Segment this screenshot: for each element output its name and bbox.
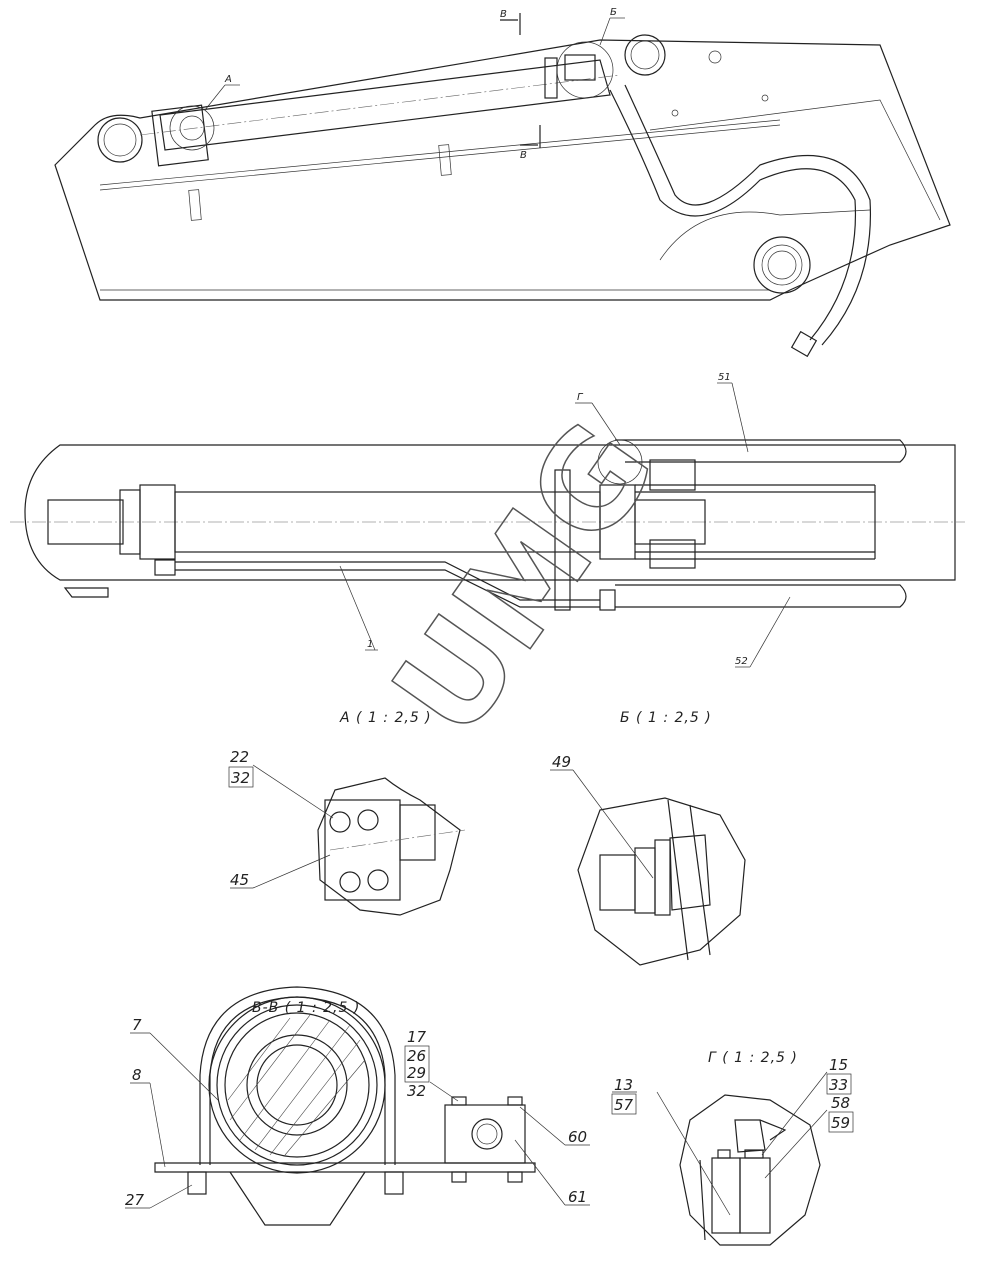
pos-49: 49 xyxy=(552,753,571,771)
callout-g: Г xyxy=(577,392,584,403)
detail-b-title: Б ( 1 : 2,5 ) xyxy=(620,710,712,726)
pos-61: 61 xyxy=(568,1188,587,1206)
detail-a-title: А ( 1 : 2,5 ) xyxy=(339,710,432,726)
boom-plan-view xyxy=(10,439,965,611)
section-mark-v-bottom: В xyxy=(520,150,527,161)
pos-60: 60 xyxy=(568,1128,587,1146)
pos-22: 22 xyxy=(230,748,249,766)
detail-b: Б ( 1 : 2,5 ) 49 xyxy=(550,710,746,966)
pos-29: 29 xyxy=(407,1064,426,1082)
pos-8: 8 xyxy=(132,1066,142,1084)
plan-view-callouts: Г 51 52 1 xyxy=(339,372,791,668)
detail-g: Г ( 1 : 2,5 ) 13 57 15 33 58 59 xyxy=(611,1050,854,1246)
section-hatching xyxy=(227,1014,366,1156)
callout-b: Б xyxy=(610,7,617,18)
pos-1: 1 xyxy=(367,639,373,650)
pos-15: 15 xyxy=(829,1056,848,1074)
detail-g-title: Г ( 1 : 2,5 ) xyxy=(708,1050,798,1066)
pos-26: 26 xyxy=(407,1047,426,1065)
pos-13: 13 xyxy=(614,1076,633,1094)
detail-a: А ( 1 : 2,5 ) 22 32 45 xyxy=(228,710,466,916)
section-marks: В В А Б xyxy=(204,7,625,161)
pos-52: 52 xyxy=(735,656,748,667)
pos-45: 45 xyxy=(230,871,249,889)
pos-32-vv: 32 xyxy=(407,1082,426,1100)
section-mark-v-top: В xyxy=(500,9,507,20)
pos-32: 32 xyxy=(231,769,250,787)
pos-33: 33 xyxy=(829,1076,848,1094)
pos-7: 7 xyxy=(132,1016,142,1034)
callout-a: А xyxy=(224,74,232,85)
pos-59: 59 xyxy=(831,1114,850,1132)
pos-58: 58 xyxy=(831,1094,850,1112)
boom-side-view xyxy=(54,34,951,358)
pos-27: 27 xyxy=(125,1191,145,1209)
pos-51: 51 xyxy=(718,372,731,383)
pos-17: 17 xyxy=(407,1028,427,1046)
watermark: UMG xyxy=(364,396,684,763)
section-v-v: В-В ( 1 : 2,5 ) 7 8 27 17 26 29 xyxy=(125,986,590,1226)
pos-57: 57 xyxy=(614,1096,634,1114)
